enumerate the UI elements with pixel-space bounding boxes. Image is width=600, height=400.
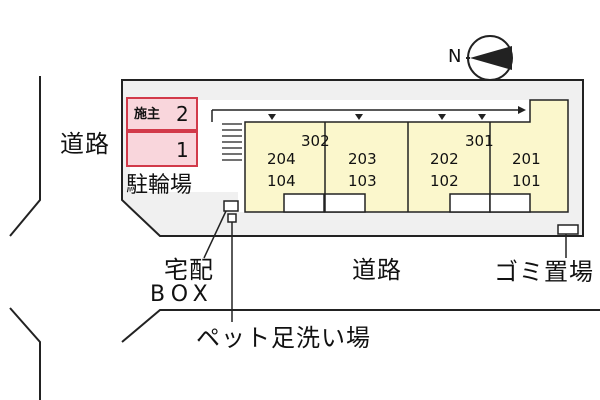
pet-wash-marker [227,213,237,223]
balcony [283,193,325,213]
parking-number-1: 1 [176,138,189,162]
unit-202: 202 [430,150,459,168]
road-label-left: 道路 [60,130,110,158]
unit-101: 101 [512,172,541,190]
balcony [489,193,531,213]
door-arrow [438,114,446,120]
unit-302: 302 [301,132,330,150]
unit-102: 102 [430,172,459,190]
stairs [222,123,242,161]
compass-icon [466,35,513,81]
bicycle-parking-label: 駐輪場 [126,173,193,198]
unit-301: 301 [465,132,494,150]
delivery-box-marker [223,200,239,212]
door-arrow [268,114,276,120]
parking-space-1 [126,131,198,167]
unit-201: 201 [512,150,541,168]
delivery-box-leader [203,210,227,259]
bottom-road-edge [121,309,600,343]
delivery-box-label-2: BOX [150,282,214,307]
left-road-edge-upper [9,76,41,237]
road-label-bottom: 道路 [352,256,402,284]
owner-label: 施主 [134,107,161,122]
north-label: N [448,46,462,67]
door-arrow [355,114,363,120]
unit-103: 103 [348,172,377,190]
left-road-edge-lower [9,307,41,400]
corridor-arrow-head [518,106,526,114]
door-arrow [478,114,486,120]
garbage-marker [557,224,579,235]
unit-203: 203 [348,150,377,168]
balcony [324,193,366,213]
pet-wash-label: ペット足洗い場 [196,324,371,352]
unit-204: 204 [267,150,296,168]
delivery-box-label: 宅配 [164,256,214,284]
parking-space-2 [126,97,198,131]
parking-number-2: 2 [176,102,189,126]
unit-104: 104 [267,172,296,190]
garbage-label: ゴミ置場 [494,258,594,286]
balcony [449,193,491,213]
